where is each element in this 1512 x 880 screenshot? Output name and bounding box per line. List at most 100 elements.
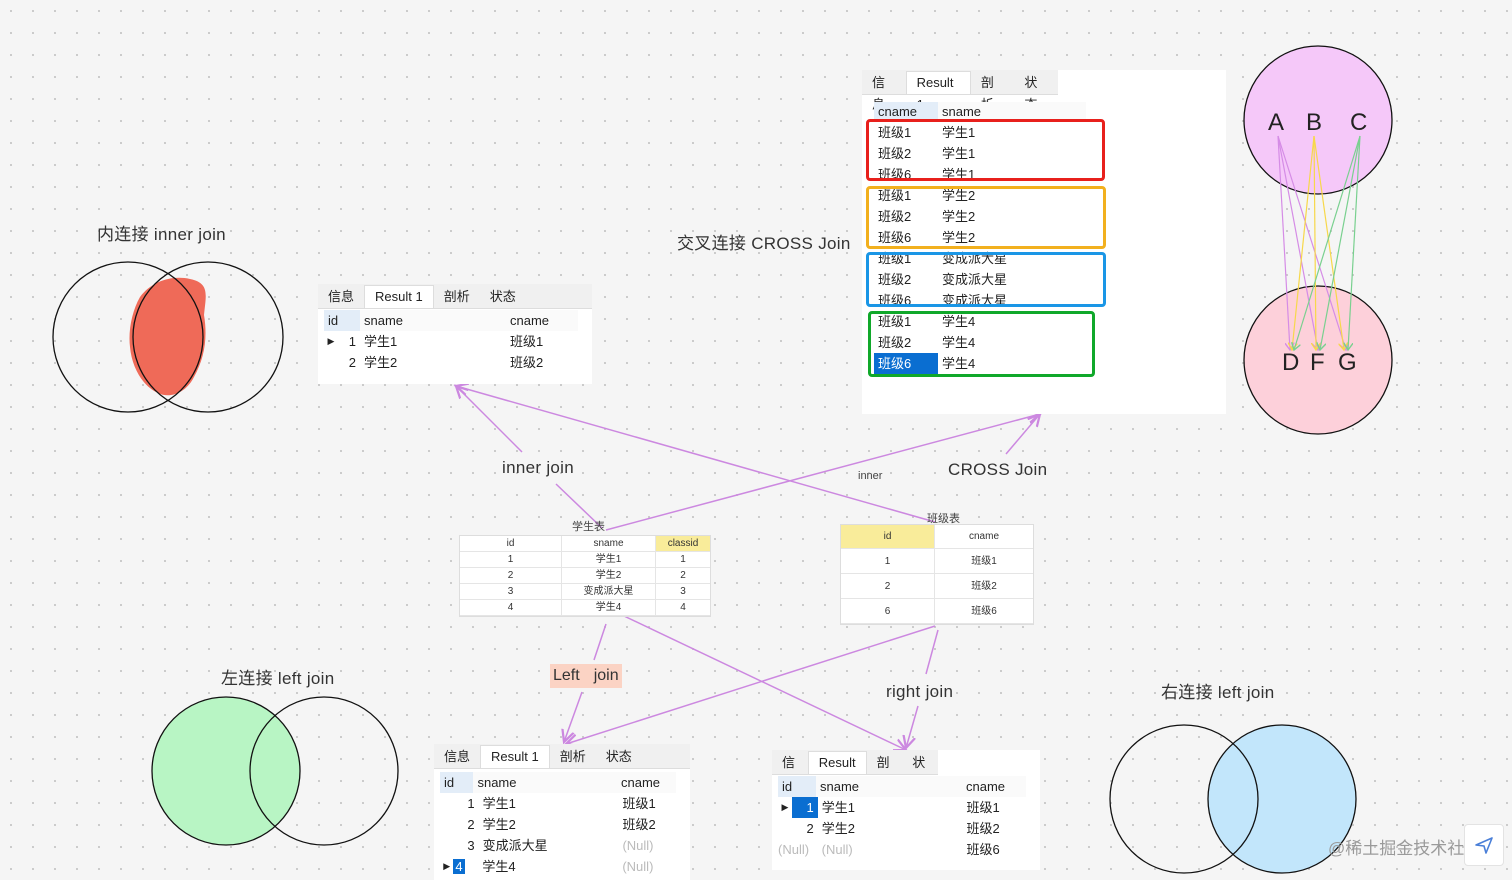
cell-sname[interactable]: 学生1 xyxy=(942,146,976,161)
cell-id[interactable]: 2 xyxy=(460,568,562,584)
cell-cname[interactable]: 班级6 xyxy=(935,599,1033,624)
table-row[interactable]: (Null) (Null) 班级6 xyxy=(778,839,1026,860)
cell-classid[interactable]: 4 xyxy=(656,600,710,616)
col-header-id[interactable]: id xyxy=(460,536,562,552)
cell-sname[interactable]: 学生1 xyxy=(942,125,976,140)
cell-cname-null[interactable]: (Null) xyxy=(622,838,654,853)
table-row[interactable]: 班级6 学生4 xyxy=(874,353,1086,374)
cell-sname[interactable]: 学生4 xyxy=(942,314,976,329)
col-header-cname[interactable]: cname xyxy=(874,102,938,122)
cell-id-editing[interactable]: 4 xyxy=(453,856,478,877)
tab-info[interactable]: 信息 xyxy=(328,289,355,304)
cell-sname[interactable]: 学生2 xyxy=(821,821,855,836)
col-header-cname[interactable]: cname xyxy=(966,779,1006,794)
cell-id[interactable]: 2 xyxy=(841,574,935,599)
table-row[interactable]: 班级1 学生2 xyxy=(874,185,1086,206)
cell-sname[interactable]: 变成派大星 xyxy=(942,272,1008,287)
cell-cname[interactable]: 班级2 xyxy=(935,574,1033,599)
cell-cname[interactable]: 班级1 xyxy=(935,549,1033,574)
cell-sname[interactable]: 学生1 xyxy=(562,552,656,568)
tab-info[interactable]: 信息 xyxy=(444,749,471,764)
col-header-id[interactable]: id xyxy=(778,776,816,797)
cell-id[interactable]: 4 xyxy=(460,600,562,616)
cell-sname[interactable]: 学生2 xyxy=(942,209,976,224)
cell-cname[interactable]: 班级1 xyxy=(878,188,912,203)
cell-cname[interactable]: 班级6 xyxy=(878,230,912,245)
cell-sname[interactable]: 学生1 xyxy=(821,800,855,815)
col-header-id[interactable]: id xyxy=(841,525,935,549)
cell-cname[interactable]: 班级1 xyxy=(878,314,912,329)
table-row[interactable]: 班级1 学生4 xyxy=(874,311,1086,332)
tab-result-1[interactable]: Result 1 xyxy=(807,751,867,792)
tab-profile[interactable]: 剖析 xyxy=(559,749,586,764)
cell-classid[interactable]: 1 xyxy=(656,552,710,568)
cell-id-selected[interactable]: 4 xyxy=(453,859,465,874)
cell-cname[interactable]: 班级2 xyxy=(878,335,912,350)
tab-info[interactable]: 信息 xyxy=(872,75,886,112)
table-row[interactable]: 2 学生2 班级2 xyxy=(440,814,676,835)
col-header-id[interactable]: id xyxy=(324,310,360,331)
cell-cname-selected[interactable]: 班级6 xyxy=(874,353,938,374)
table-row[interactable]: 班级2 变成派大星 xyxy=(874,269,1086,290)
send-button[interactable] xyxy=(1464,824,1504,866)
cell-sname[interactable]: 学生2 xyxy=(942,188,976,203)
cell-classid[interactable]: 2 xyxy=(656,568,710,584)
col-header-classid[interactable]: classid xyxy=(656,536,710,552)
tab-result-1[interactable]: Result 1 xyxy=(480,745,550,768)
cell-cname[interactable]: 班级2 xyxy=(878,209,912,224)
cell-sname[interactable]: 学生1 xyxy=(364,334,398,349)
cell-sname-null[interactable]: (Null) xyxy=(821,842,853,857)
col-header-sname[interactable]: sname xyxy=(942,104,982,119)
col-header-sname[interactable]: sname xyxy=(364,313,404,328)
col-header-cname[interactable]: cname xyxy=(510,313,550,328)
cell-cname-null[interactable]: (Null) xyxy=(622,859,654,874)
table-row[interactable]: 班级2 学生1 xyxy=(874,143,1086,164)
cell-cname[interactable]: 班级1 xyxy=(622,796,656,811)
cell-cname[interactable]: 班级1 xyxy=(966,800,1000,815)
cell-sname[interactable]: 学生4 xyxy=(942,356,976,371)
table-row[interactable]: 班级2 学生2 xyxy=(874,206,1086,227)
col-header-cname[interactable]: cname xyxy=(935,525,1033,549)
table-row[interactable]: 班级2 学生4 xyxy=(874,332,1086,353)
cell-sname[interactable]: 学生2 xyxy=(482,817,516,832)
cell-id[interactable]: 1 xyxy=(348,334,356,349)
cell-cname[interactable]: 班级1 xyxy=(878,125,912,140)
cell-id-null[interactable]: (Null) xyxy=(778,842,810,857)
cell-id[interactable]: 3 xyxy=(460,584,562,600)
cell-sname[interactable]: 变成派大星 xyxy=(482,838,548,853)
cell-cname[interactable]: 班级2 xyxy=(966,821,1000,836)
col-header-sname[interactable]: sname xyxy=(562,536,656,552)
cell-sname[interactable]: 学生2 xyxy=(562,568,656,584)
cell-id[interactable]: 2 xyxy=(467,817,475,832)
cell-id[interactable]: 2 xyxy=(806,821,814,836)
cell-sname[interactable]: 学生4 xyxy=(562,600,656,616)
table-row[interactable]: 2 学生2 班级2 xyxy=(778,818,1026,839)
col-header-sname[interactable]: sname xyxy=(477,775,517,790)
cell-cname[interactable]: 班级2 xyxy=(878,272,912,287)
cell-id[interactable]: 1 xyxy=(841,549,935,574)
cell-sname[interactable]: 变成派大星 xyxy=(562,584,656,600)
tab-status[interactable]: 状态 xyxy=(1024,75,1038,112)
col-header-cname[interactable]: cname xyxy=(620,775,661,790)
tab-result-1[interactable]: Result 1 xyxy=(364,285,434,308)
tab-profile[interactable]: 剖析 xyxy=(876,755,890,792)
cell-classid[interactable]: 3 xyxy=(656,584,710,600)
cell-sname[interactable]: 学生4 xyxy=(942,335,976,350)
tab-info[interactable]: 信息 xyxy=(782,755,796,792)
tab-profile[interactable]: 剖析 xyxy=(443,289,470,304)
cell-cname[interactable]: 班级2 xyxy=(622,817,656,832)
cell-id[interactable]: 6 xyxy=(841,599,935,624)
cell-sname[interactable]: 学生2 xyxy=(364,355,398,370)
cell-cname[interactable]: 班级6 xyxy=(966,842,1000,857)
cell-id-selected[interactable]: 1 xyxy=(791,797,818,818)
cell-cname[interactable]: 班级2 xyxy=(878,146,912,161)
